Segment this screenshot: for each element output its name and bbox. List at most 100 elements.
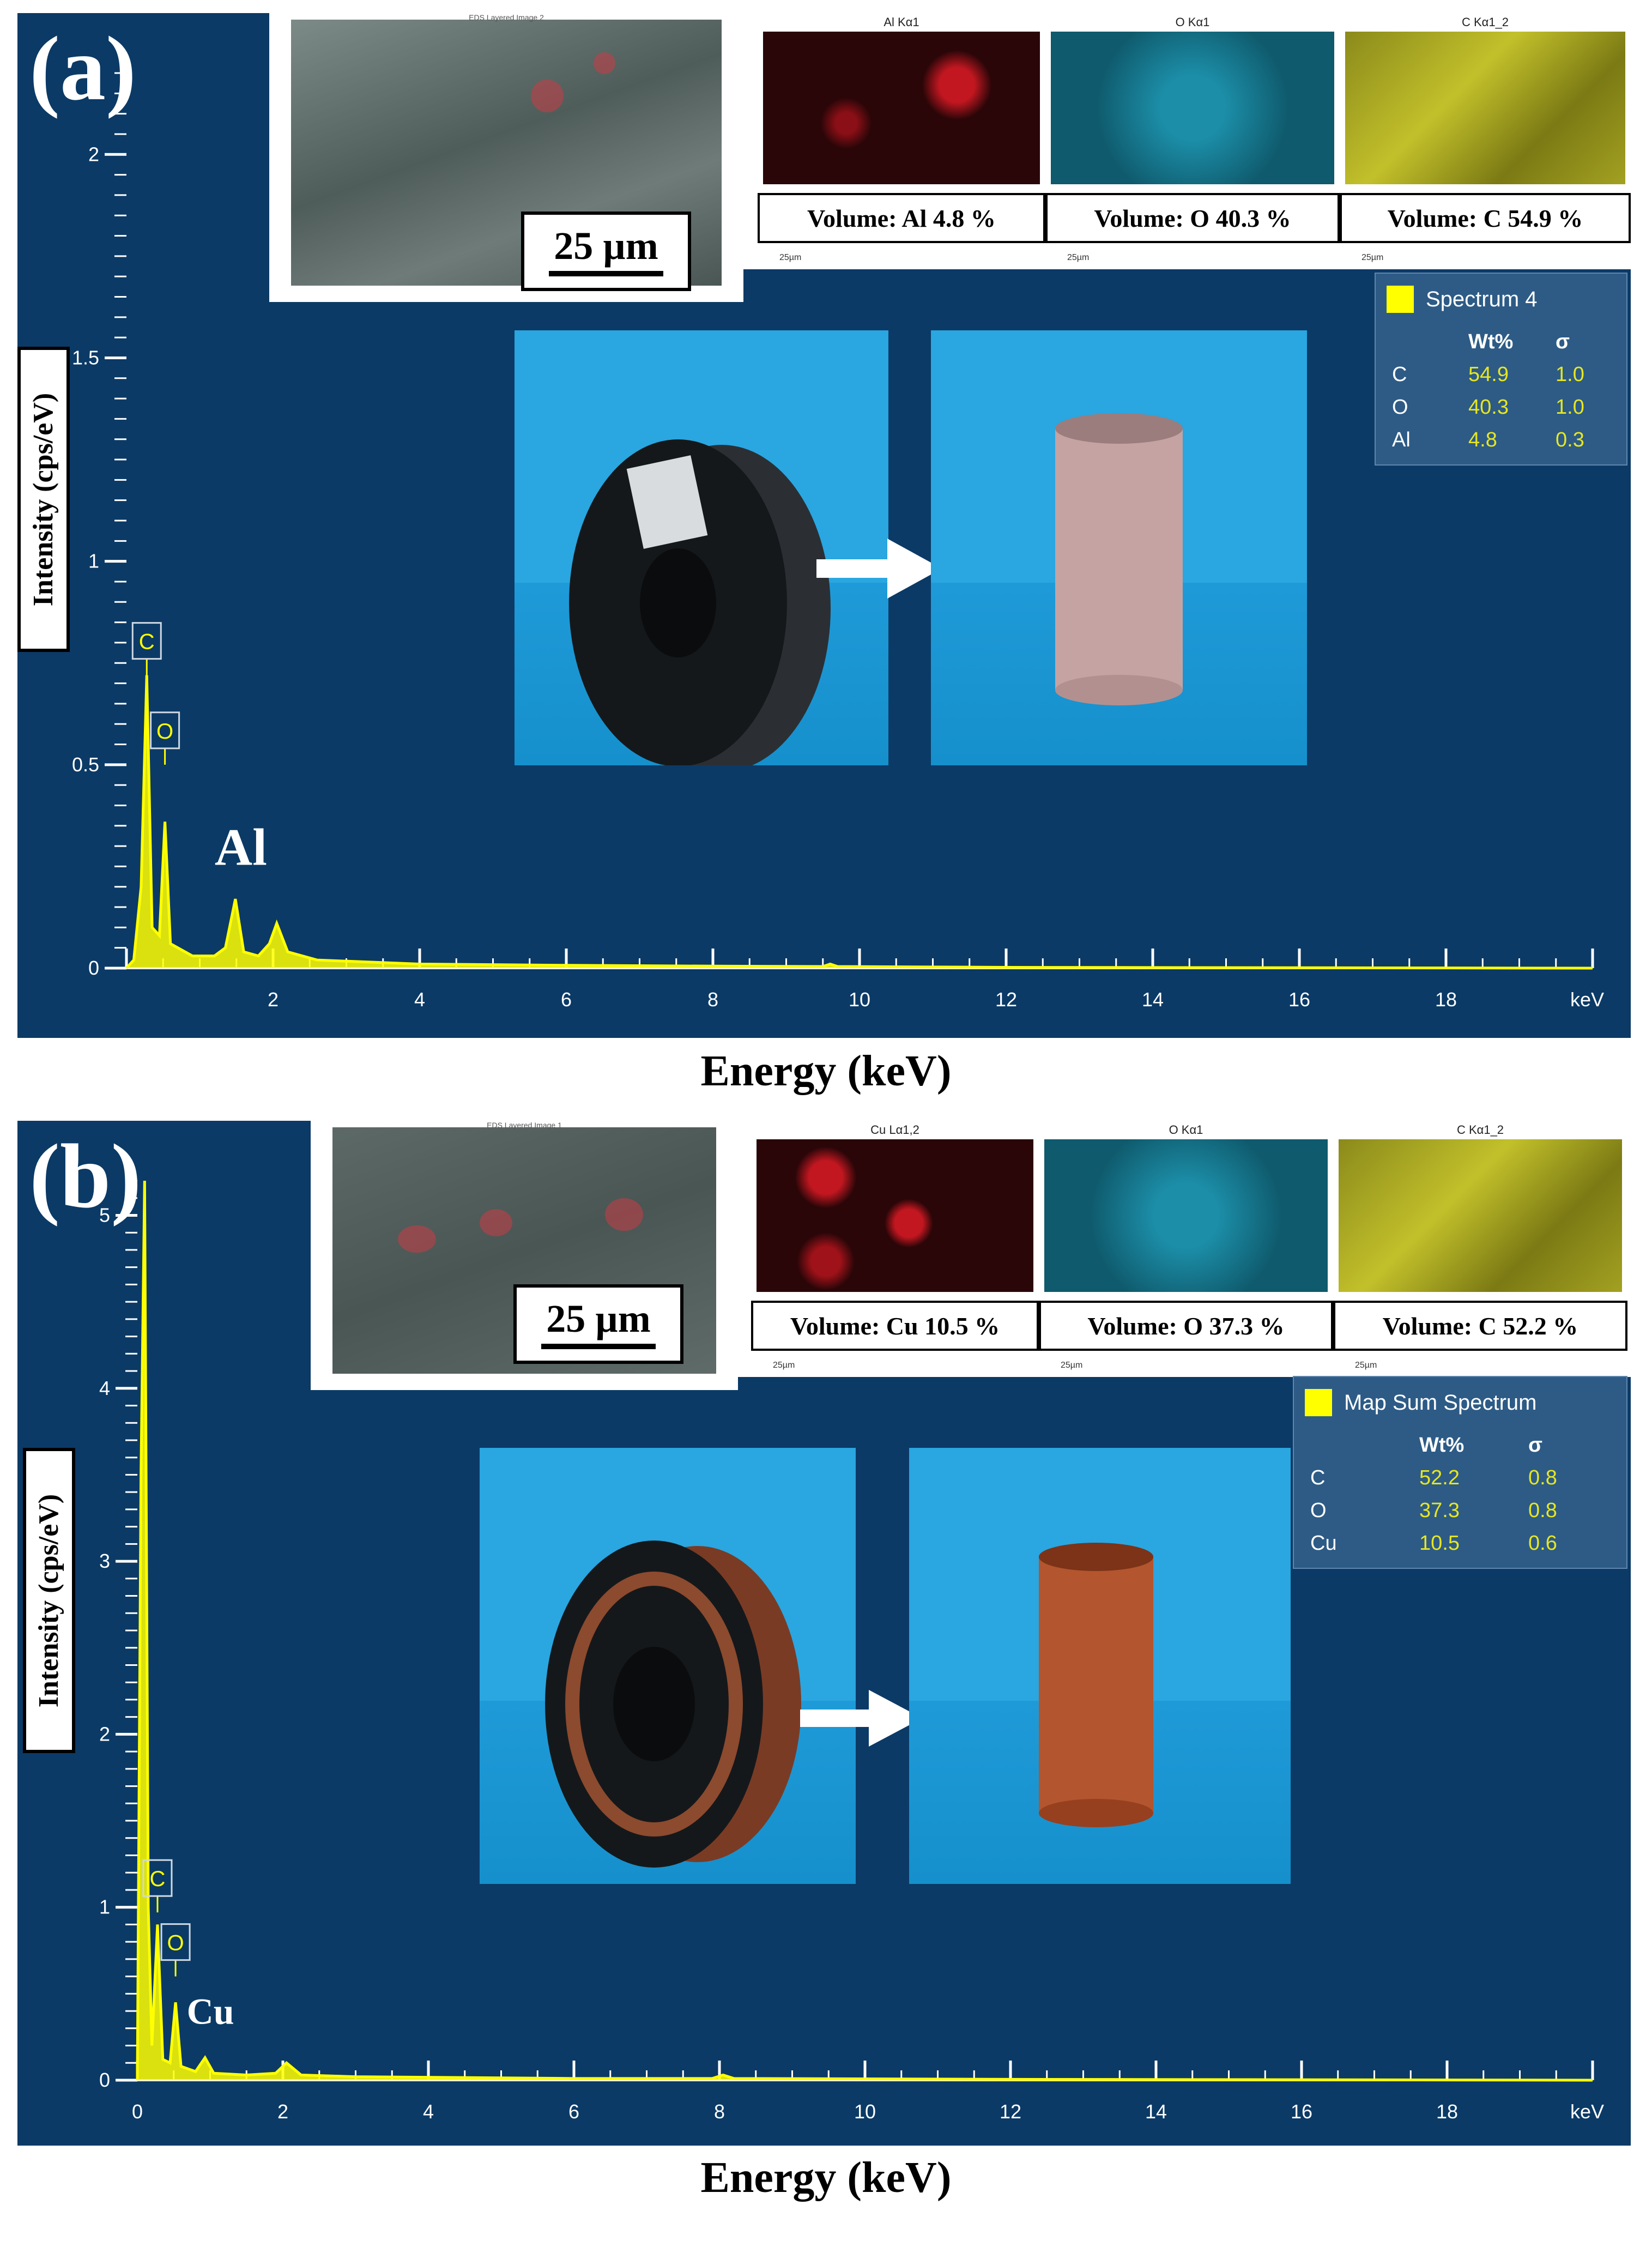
- legend-element: Al: [1392, 428, 1411, 451]
- scale-label-a: 25 µm: [554, 224, 658, 268]
- y-tick-label: 4: [99, 1377, 110, 1399]
- legend-col-sigma: σ: [1528, 1434, 1542, 1457]
- y-tick-label: 1.5: [72, 346, 99, 369]
- cylinder-illustration-b: [1039, 1543, 1153, 1827]
- legend-element: O: [1392, 396, 1408, 419]
- eds-map-al: Al Kα1 Volume: Al 4.8 % 25µm: [758, 13, 1045, 269]
- sem-particle: [605, 1198, 643, 1231]
- x-tick-label: 6: [568, 2100, 579, 2123]
- x-tick-label: 12: [1000, 2100, 1021, 2123]
- spool-illustration-a: [569, 439, 831, 772]
- eds-map-strip-a: Al Kα1 Volume: Al 4.8 % 25µm O Kα1 Volum…: [741, 13, 1631, 269]
- x-tick-label: 16: [1288, 988, 1310, 1011]
- y-axis-label-b: Intensity (cps/eV): [23, 1448, 75, 1753]
- legend-header: Spectrum 4: [1387, 286, 1538, 313]
- y-tick-label: 2: [99, 1723, 110, 1745]
- y-axis-label-text-b: Intensity (cps/eV): [33, 1494, 65, 1707]
- legend-swatch: [1387, 286, 1414, 313]
- legend-title: Spectrum 4: [1426, 287, 1538, 311]
- x-tick-label: 8: [714, 2100, 725, 2123]
- photo-filament-spool-a: [515, 330, 888, 772]
- x-tick-label: 18: [1436, 2100, 1458, 2123]
- element-label: Cu: [187, 1991, 234, 2032]
- eds-map-label: O Kα1: [1175, 15, 1210, 29]
- x-tick-label: 14: [1142, 988, 1164, 1011]
- y-tick-label: 5: [99, 1204, 110, 1226]
- photo-printed-cylinder-b: [909, 1448, 1291, 1884]
- eds-map-scalebar: 25µm: [1355, 1361, 1377, 1370]
- x-tick-label: 12: [995, 988, 1017, 1011]
- scale-bar-a: [549, 271, 663, 276]
- x-axis-label-a: Energy (keV): [700, 1047, 952, 1095]
- peak-label: C: [139, 630, 155, 654]
- eds-map-scalebar: 25µm: [1361, 253, 1384, 262]
- x-tick-label: keV: [1570, 2100, 1604, 2123]
- legend-swatch: [1305, 1389, 1332, 1416]
- eds-map-volume: Volume: O 40.3 %: [1045, 193, 1340, 243]
- x-tick-label: 4: [423, 2100, 434, 2123]
- legend-element: Cu: [1310, 1532, 1337, 1555]
- x-tick-label: 0: [132, 2100, 143, 2123]
- eds-map-volume: Volume: C 52.2 %: [1333, 1301, 1627, 1351]
- x-tick-label: keV: [1570, 988, 1604, 1011]
- eds-map-label: O Kα1: [1169, 1123, 1203, 1137]
- sem-particle: [398, 1225, 436, 1253]
- spectrum-legend-a: Spectrum 4 Wt% σ C 54.9 1.0 O 40.3 1.0 A…: [1375, 273, 1627, 466]
- peak-label: O: [167, 1931, 184, 1955]
- legend-element: C: [1310, 1466, 1326, 1489]
- scale-bar-b: [541, 1344, 656, 1349]
- eds-map-tile: [1051, 32, 1334, 184]
- eds-map-cu: Cu Lα1,2 Volume: Cu 10.5 % 25µm: [751, 1121, 1039, 1377]
- arrow-right-icon-a: [816, 539, 942, 599]
- peak-marker-box: [142, 1859, 173, 1897]
- sem-caption-a: EDS Layered Image 2: [469, 13, 544, 22]
- spool-illustration-b: [545, 1541, 801, 1868]
- y-tick-label: 0: [88, 957, 99, 979]
- peak-marker-box: [131, 622, 162, 660]
- sem-particle: [531, 80, 564, 112]
- peak-label: C: [150, 1867, 166, 1891]
- x-tick-label: 4: [414, 988, 425, 1011]
- legend-col-sigma: σ: [1556, 330, 1570, 353]
- legend-wt: 52.2: [1419, 1466, 1460, 1489]
- spectrum-line: [125, 675, 1593, 970]
- y-axis-label-a: Intensity (cps/eV): [17, 347, 70, 652]
- eds-map-o: O Kα1 Volume: O 40.3 % 25µm: [1045, 13, 1340, 269]
- photo-filament-spool-b: [480, 1448, 856, 1884]
- eds-map-o: O Kα1 Volume: O 37.3 % 25µm: [1039, 1121, 1333, 1377]
- legend-wt: 10.5: [1419, 1532, 1460, 1555]
- legend-wt: 37.3: [1419, 1499, 1460, 1522]
- eds-map-volume: Volume: C 54.9 %: [1340, 193, 1631, 243]
- y-tick-label: 1: [99, 1896, 110, 1918]
- y-tick-label: 1: [88, 550, 99, 572]
- legend-element: O: [1310, 1499, 1327, 1522]
- x-axis-label-b: Energy (keV): [700, 2154, 952, 2202]
- scale-box-b: 25 µm: [513, 1284, 683, 1364]
- peak-marker-box: [150, 711, 180, 750]
- x-tick-label: 10: [849, 988, 870, 1011]
- x-tick-label: 8: [707, 988, 718, 1011]
- scale-label-b: 25 µm: [546, 1297, 651, 1340]
- eds-map-scalebar: 25µm: [1067, 253, 1090, 262]
- eds-map-tile: [1339, 1139, 1622, 1292]
- peak-marker-box: [160, 1923, 191, 1961]
- spectrum-area: [126, 675, 1593, 968]
- spectrum-line: [136, 1180, 1593, 2082]
- legend-wt: 40.3: [1468, 396, 1509, 419]
- photo-printed-cylinder-a: [931, 330, 1307, 765]
- legend-element: C: [1392, 363, 1407, 386]
- sem-particle: [594, 52, 615, 74]
- eds-map-label: C Kα1_2: [1461, 15, 1509, 29]
- y-tick-label: 3: [99, 1550, 110, 1572]
- panel-letter-b: (b): [29, 1126, 142, 1227]
- y-axis-label-text-a: Intensity (cps/eV): [28, 392, 59, 606]
- x-tick-label: 2: [268, 988, 279, 1011]
- legend-sigma: 0.8: [1528, 1466, 1557, 1489]
- eds-map-scalebar: 25µm: [779, 253, 802, 262]
- eds-map-volume: Volume: Cu 10.5 %: [751, 1301, 1039, 1351]
- eds-map-c: C Kα1_2 Volume: C 54.9 % 25µm: [1340, 13, 1631, 269]
- x-tick-label: 18: [1435, 988, 1457, 1011]
